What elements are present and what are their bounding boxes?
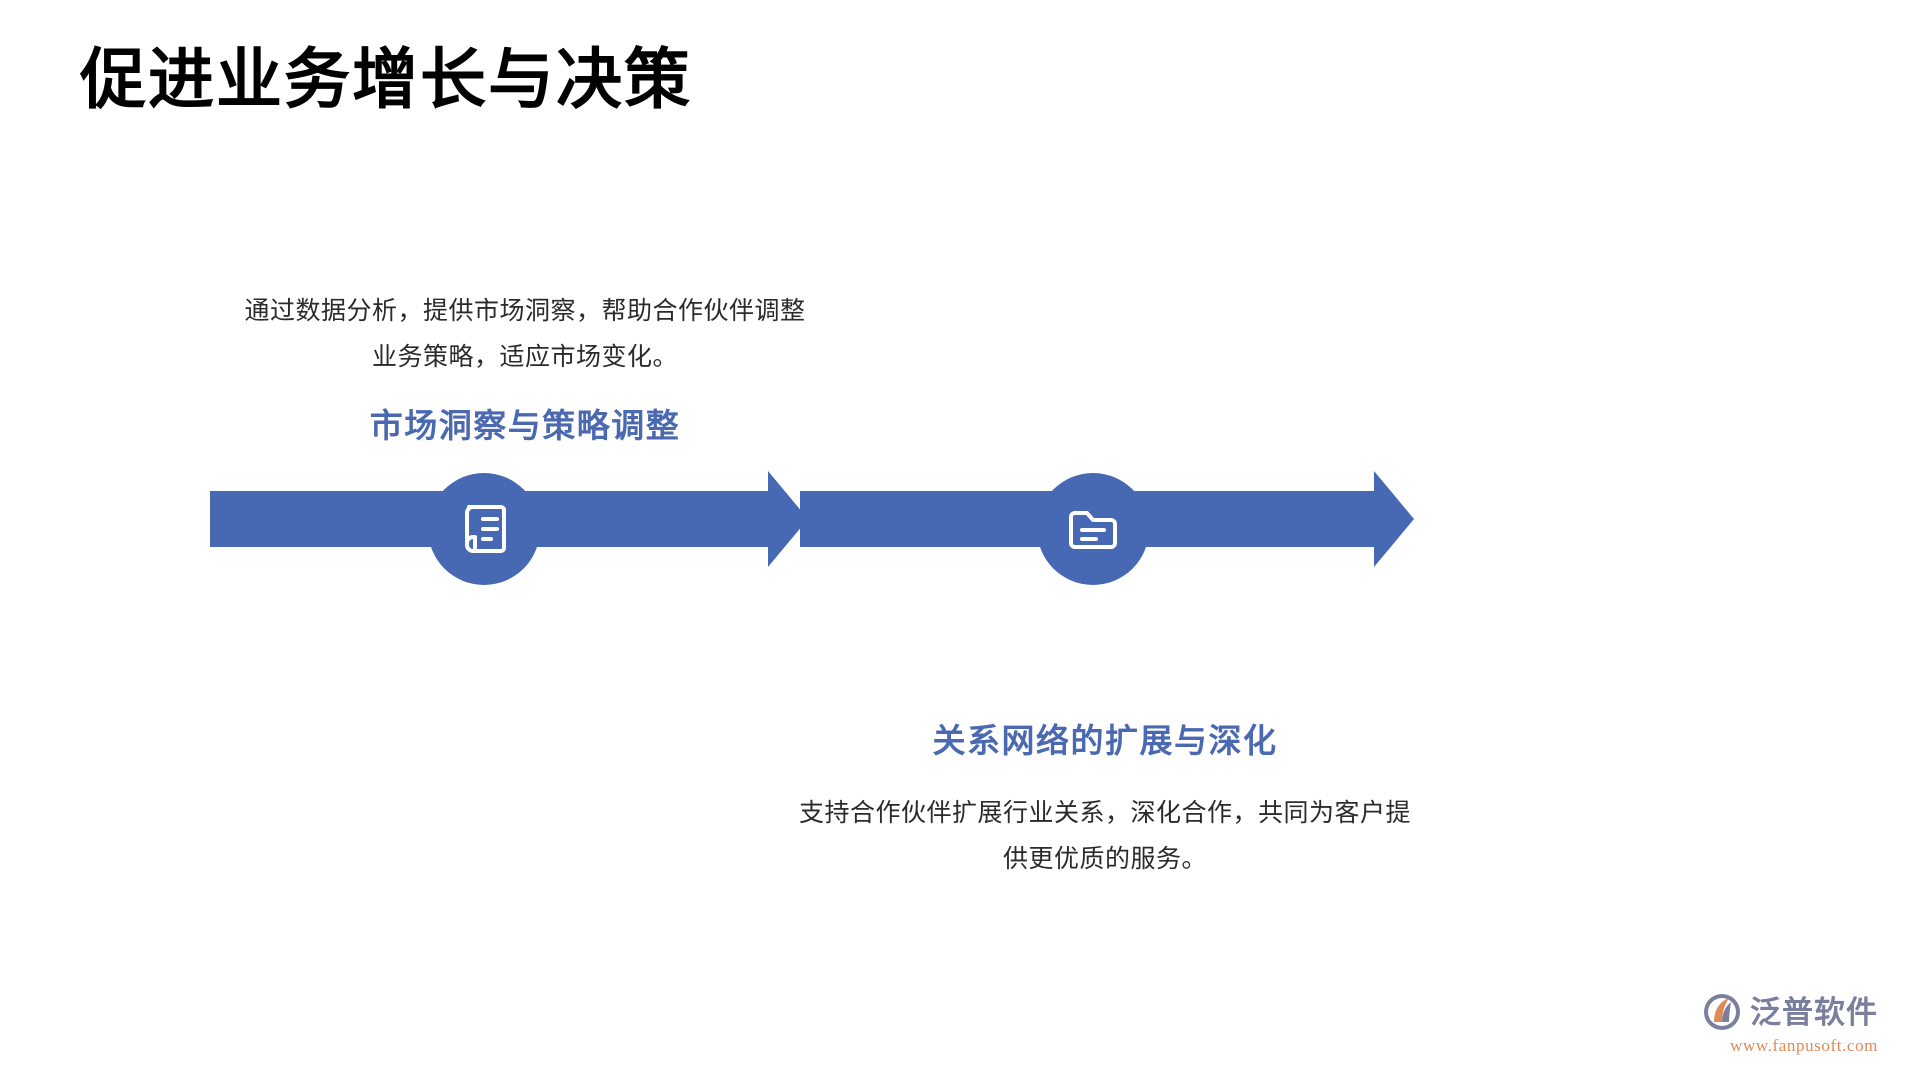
timeline-node-2[interactable] <box>1037 473 1149 585</box>
logo: 泛普软件 www.fanpusoft.com <box>1702 992 1878 1054</box>
upper-section-heading: 市场洞察与策略调整 <box>369 406 681 444</box>
logo-url: www.fanpusoft.com <box>1730 1036 1878 1055</box>
upper-body-line-1: 通过数据分析，提供市场洞察，帮助合作伙伴调整 <box>244 297 806 325</box>
timeline-node-2-circle <box>1037 473 1149 585</box>
upper-body-line-2: 业务策略，适应市场变化。 <box>371 343 678 372</box>
folder-icon <box>1069 511 1117 549</box>
logo-name: 泛普软件 <box>1750 994 1878 1030</box>
upper-body-text: 通过数据分析，提供市场洞察，帮助合作伙伴调整 业务策略，适应市场变化。 <box>190 288 860 381</box>
lower-body-line-2: 供更优质的服务。 <box>1002 845 1207 874</box>
report-document-icon <box>465 505 506 553</box>
lower-content-block: 关系网络的扩展与深化 支持合作伙伴扩展行业关系，深化合作，共同为客户提 供更优质… <box>760 718 1450 883</box>
timeline-arrow-band <box>210 471 1414 567</box>
logo-row: 泛普软件 <box>1702 992 1878 1032</box>
timeline <box>0 455 1920 595</box>
lower-body-line-1: 支持合作伙伴扩展行业关系，深化合作，共同为客户提 <box>798 799 1411 828</box>
timeline-node-1[interactable] <box>428 473 540 585</box>
fanpusoft-logo-icon <box>1704 994 1740 1030</box>
page-title: 促进业务增长与决策 <box>80 42 692 116</box>
lower-section-heading: 关系网络的扩展与深化 <box>932 722 1278 759</box>
upper-content-block: 通过数据分析，提供市场洞察，帮助合作伙伴调整 业务策略，适应市场变化。 市场洞察… <box>190 288 860 449</box>
timeline-node-1-circle <box>428 473 540 585</box>
lower-body-text: 支持合作伙伴扩展行业关系，深化合作，共同为客户提 供更优质的服务。 <box>760 790 1450 883</box>
